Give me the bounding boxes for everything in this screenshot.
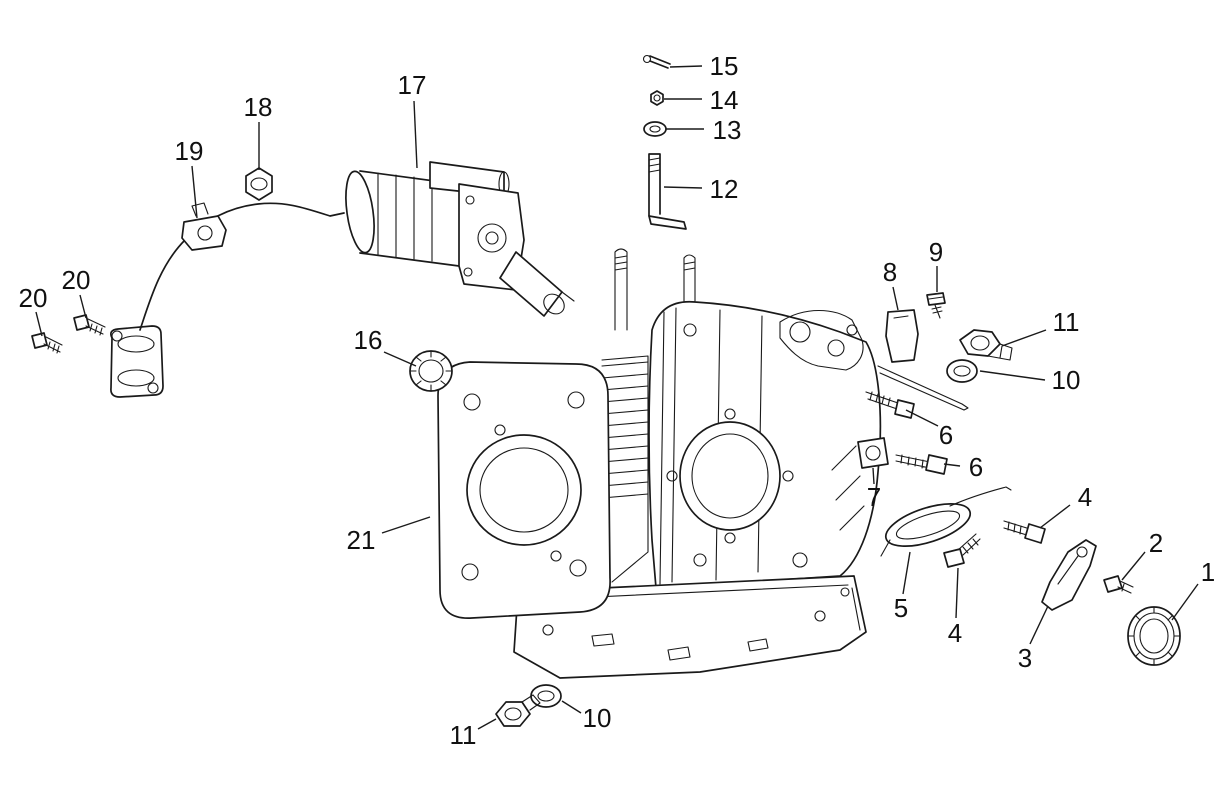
leader-line-12	[663, 186, 703, 189]
part-seal-16	[409, 350, 453, 392]
part-bolt-9	[926, 292, 946, 319]
part-bolt-2	[1103, 575, 1134, 594]
part-pickup-sensor	[181, 202, 227, 251]
leader-line-11-right	[1001, 329, 1047, 347]
part-washer-10-bottom	[530, 684, 562, 708]
part-ignition-coil	[110, 202, 345, 398]
part-pin-15	[642, 54, 671, 69]
leader-line-21	[381, 516, 431, 534]
leader-line-20-upper	[79, 294, 87, 319]
part-seal-1	[1127, 606, 1181, 666]
part-bolt-4-bottom	[943, 533, 981, 568]
leader-line-6-lower	[943, 463, 961, 467]
leader-line-1	[1171, 583, 1199, 621]
part-bracket-3	[1041, 539, 1097, 611]
part-breather-5	[880, 486, 1012, 557]
leader-line-10-bottom	[561, 700, 582, 714]
part-bolt-20-upper	[73, 314, 106, 336]
leader-line-16	[383, 351, 417, 367]
leader-line-20-left	[35, 311, 43, 337]
part-nut-13	[643, 121, 667, 137]
leader-line-4-bottom	[955, 567, 959, 619]
leader-line-17	[413, 100, 418, 169]
leader-line-2	[1121, 551, 1146, 581]
leader-line-4-right	[1039, 504, 1071, 529]
part-rod-12	[648, 153, 687, 230]
part-washer-10-right	[946, 359, 978, 383]
leader-line-10-right	[979, 370, 1046, 381]
part-nut-18	[245, 167, 273, 201]
leader-line-7	[872, 467, 875, 485]
leader-line-15	[669, 65, 703, 68]
part-plug-11-right	[959, 329, 1013, 361]
leader-line-8	[892, 286, 899, 311]
part-bolt-20-left	[31, 332, 63, 354]
part-bracket-8	[877, 309, 969, 411]
part-bolt-6-lower	[895, 454, 948, 475]
part-bolt-6-upper	[865, 391, 915, 419]
leader-line-6-upper	[905, 409, 939, 427]
part-square-nut-7	[857, 437, 889, 469]
part-bolt-4-right	[1003, 520, 1046, 544]
leader-line-3	[1029, 605, 1049, 645]
part-nut-14	[650, 90, 664, 106]
leader-lines	[35, 65, 1199, 730]
part-plug-11-bottom	[495, 694, 541, 727]
leader-line-19	[191, 165, 198, 219]
leader-line-5	[902, 551, 911, 595]
part-starter-motor	[345, 161, 575, 317]
leader-line-11-bottom	[477, 718, 497, 730]
part-cylinder-block	[437, 355, 649, 619]
